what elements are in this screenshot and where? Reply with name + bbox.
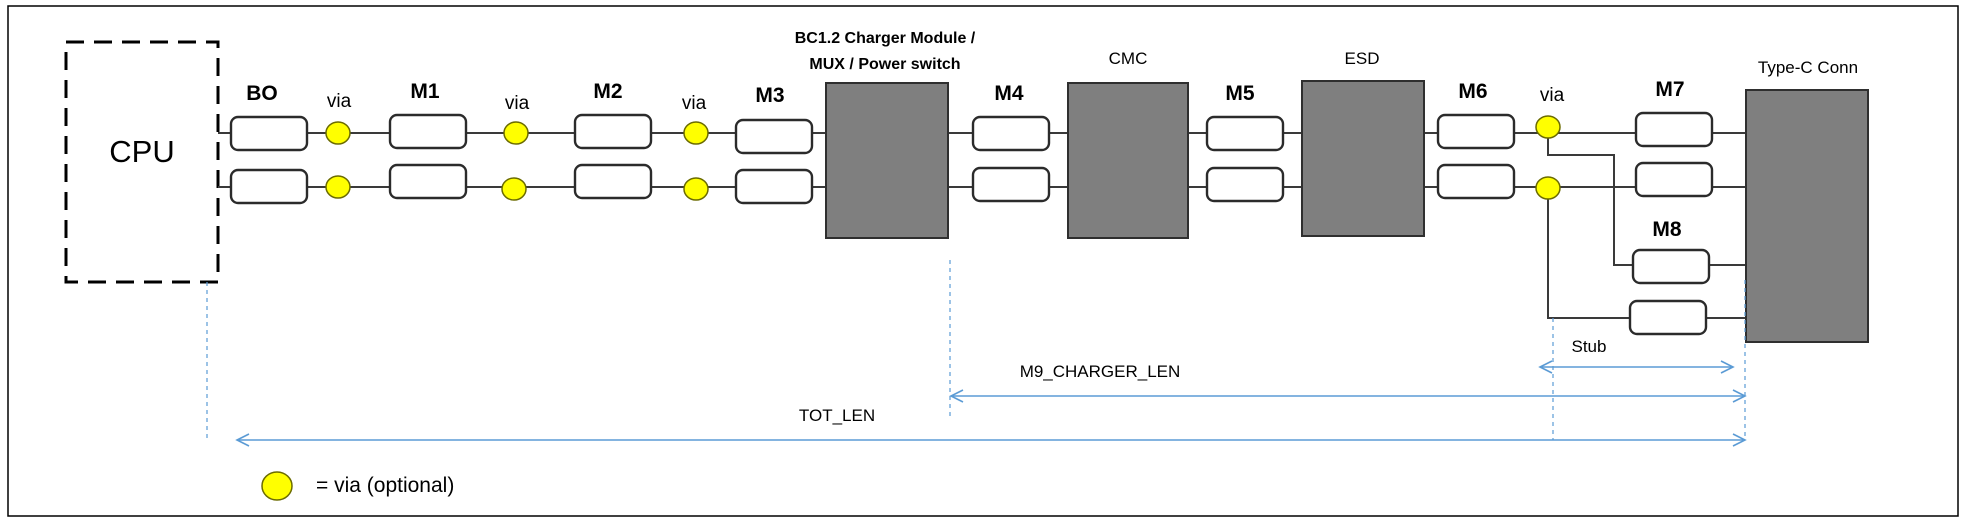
via-dot — [325, 175, 351, 199]
segment-labels: BO M1 M2 M3 M4 M5 M6 M7 M8 — [246, 78, 1684, 241]
segment-label-m2: M2 — [593, 80, 622, 103]
via-dot — [683, 121, 709, 145]
via-label: via — [1540, 85, 1565, 106]
via-label: via — [682, 93, 707, 114]
via-dot — [1535, 176, 1561, 200]
via-dot — [1535, 115, 1561, 139]
tot-len-label: TOT_LEN — [799, 406, 875, 425]
legend-text: = via (optional) — [316, 474, 454, 497]
via-label: via — [505, 93, 530, 114]
segment-m8-top — [1631, 248, 1711, 285]
via-dot — [325, 121, 351, 145]
via-labels: via via via via — [327, 85, 1565, 114]
segment-bo-bottom — [229, 168, 309, 205]
segment-m2-bottom — [573, 163, 653, 200]
segment-label-m3: M3 — [755, 84, 784, 107]
dimension-arrows — [235, 360, 1747, 447]
block-labels: BC1.2 Charger Module / MUX / Power switc… — [795, 30, 1858, 77]
type-c-connector-label: Type-C Conn — [1758, 58, 1858, 77]
dimension-labels: Stub M9_CHARGER_LEN TOT_LEN — [799, 337, 1607, 425]
via-dot — [503, 121, 529, 145]
cmc-block — [1067, 82, 1189, 239]
segment-m4-bottom — [971, 166, 1051, 203]
segment-label-bo: BO — [246, 82, 278, 105]
trace-segments — [229, 111, 1714, 336]
segment-m5-bottom — [1205, 166, 1285, 203]
segment-m6-bottom — [1436, 163, 1516, 200]
charger-module-block — [825, 82, 949, 239]
cpu-label: CPU — [109, 134, 174, 169]
diagram-frame — [7, 5, 1959, 517]
segment-m7-bottom — [1634, 161, 1714, 198]
component-blocks — [825, 80, 1869, 343]
segment-m1-bottom — [388, 163, 468, 200]
vias — [325, 115, 1561, 201]
via-dot — [501, 177, 527, 201]
segment-m3-top — [734, 118, 814, 155]
segment-m5-top — [1205, 115, 1285, 152]
cpu-block — [64, 40, 220, 284]
legend: = via (optional) — [261, 471, 454, 501]
segment-m1-top — [388, 113, 468, 150]
segment-label-m1: M1 — [410, 80, 439, 103]
segment-m8-bottom — [1628, 299, 1708, 336]
segment-bo-top — [229, 115, 309, 152]
segment-m6-top — [1436, 113, 1516, 150]
dimension-guides — [206, 260, 1746, 440]
charger-module-label-line2: MUX / Power switch — [809, 56, 960, 73]
cmc-label: CMC — [1109, 49, 1148, 68]
segment-m2-top — [573, 113, 653, 150]
segment-label-m5: M5 — [1225, 82, 1254, 105]
esd-block — [1301, 80, 1425, 237]
segment-m4-top — [971, 115, 1051, 152]
segment-m7-top — [1634, 111, 1714, 148]
via-dot — [683, 177, 709, 201]
segment-label-m4: M4 — [994, 82, 1023, 105]
segment-label-m8: M8 — [1652, 218, 1681, 241]
segment-label-m6: M6 — [1458, 80, 1487, 103]
signal-wires — [218, 127, 1746, 319]
charger-module-label-line1: BC1.2 Charger Module / — [795, 30, 976, 47]
segment-label-m7: M7 — [1655, 78, 1684, 101]
via-label: via — [327, 91, 352, 112]
segment-m3-bottom — [734, 168, 814, 205]
type-c-connector-block — [1745, 89, 1869, 343]
stub-label: Stub — [1572, 337, 1607, 356]
m9-charger-len-label: M9_CHARGER_LEN — [1020, 362, 1181, 381]
legend-via-icon — [261, 471, 293, 501]
esd-label: ESD — [1345, 49, 1380, 68]
